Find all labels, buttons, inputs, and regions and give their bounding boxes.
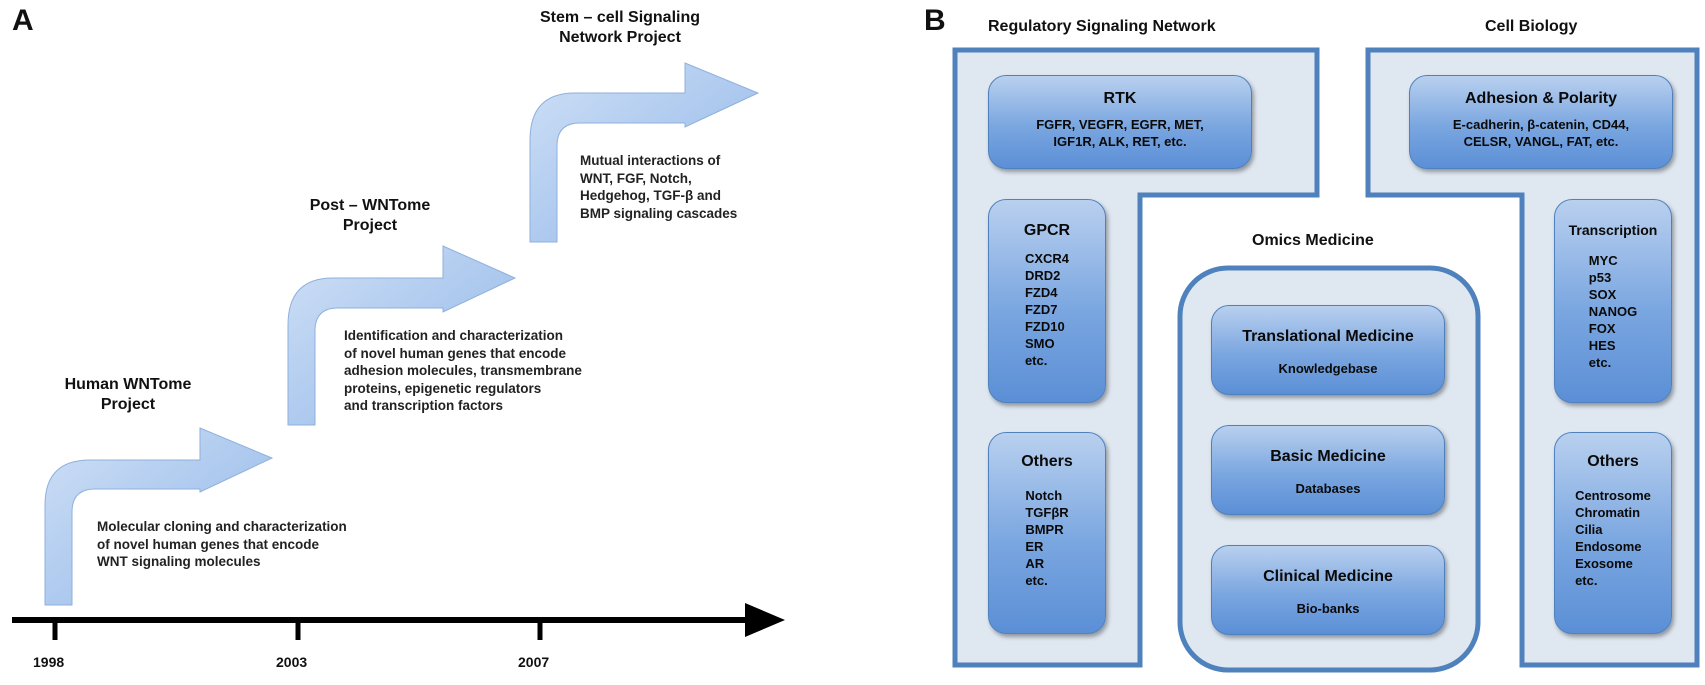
- rtk-line: FGFR, VEGFR, EGFR, MET,: [1036, 117, 1204, 132]
- basic-medicine-title: Basic Medicine: [1270, 448, 1386, 465]
- gpcr-title: GPCR: [1023, 222, 1071, 239]
- project-2-desc-line: adhesion molecules, transmembrane: [344, 363, 582, 378]
- omics-header: Omics Medicine: [1252, 232, 1374, 249]
- adhesion-polarity-list: E-cadherin, β-catenin, CD44, CELSR, VANG…: [1410, 116, 1672, 150]
- year-1998: 1998: [33, 654, 65, 670]
- clinical-medicine-title: Clinical Medicine: [1263, 568, 1393, 585]
- project-2-desc-line: proteins, epigenetic regulators: [344, 380, 542, 396]
- adhesion-polarity-line: E-cadherin, β-catenin, CD44,: [1452, 117, 1630, 132]
- adhesion-polarity-box: Adhesion & Polarity E-cadherin, β-cateni…: [1409, 75, 1673, 169]
- regulatory-others-item: AR: [1025, 556, 1045, 571]
- gpcr-box: GPCR CXCR4 DRD2 FZD4 FZD7 FZD10 SMO etc.: [988, 199, 1106, 403]
- basic-medicine-sub: Databases: [1295, 481, 1361, 496]
- gpcr-item: FZD7: [1024, 302, 1058, 317]
- transcription-item: p53: [1588, 270, 1612, 285]
- transcription-item: MYC: [1588, 253, 1618, 268]
- panel-b-label: B: [924, 4, 946, 37]
- bent-arrow-3: [529, 62, 760, 243]
- cell-biology-others-item: Endosome: [1575, 539, 1642, 554]
- project-3-title: Stem – cell Signaling Network Project: [520, 8, 720, 48]
- rtk-list: FGFR, VEGFR, EGFR, MET, IGF1R, ALK, RET,…: [989, 116, 1251, 150]
- transcription-title: Transcription: [1568, 222, 1658, 238]
- cell-biology-others-item: Cilia: [1575, 522, 1603, 537]
- cell-biology-others-item: Chromatin: [1575, 505, 1641, 520]
- project-1-title: Human WNTome Project: [58, 375, 198, 415]
- regulatory-others-item: ER: [1025, 539, 1044, 554]
- project-2-desc-line: and transcription factors: [344, 398, 504, 413]
- clinical-medicine-box: Clinical Medicine Bio-banks: [1211, 545, 1445, 635]
- project-1-description: Molecular cloning and characterization o…: [97, 518, 347, 571]
- project-2-description: Identification and characterization of n…: [344, 327, 582, 415]
- year-2003: 2003: [276, 654, 308, 670]
- gpcr-item: CXCR4: [1024, 251, 1070, 266]
- project-2-title-line: Project: [342, 217, 398, 234]
- project-1-desc-line: WNT signaling molecules: [97, 554, 261, 569]
- regulatory-others-item: TGFβR: [1025, 505, 1069, 520]
- bent-arrow-1: [44, 427, 274, 606]
- project-3-title-line: Network Project: [559, 29, 681, 46]
- regulatory-others-box: Others Notch TGFβR BMPR ER AR etc.: [988, 432, 1106, 634]
- project-2-desc-line: Identification and characterization: [344, 328, 564, 343]
- gpcr-list: CXCR4 DRD2 FZD4 FZD7 FZD10 SMO etc.: [1025, 250, 1069, 369]
- adhesion-polarity-line: CELSR, VANGL, FAT, etc.: [1463, 134, 1619, 149]
- cell-biology-others-list: Centrosome Chromatin Cilia Endosome Exos…: [1575, 487, 1651, 589]
- timeline-arrowhead: [745, 603, 785, 637]
- transcription-item: SOX: [1588, 287, 1617, 302]
- regulatory-others-title: Others: [1021, 453, 1073, 470]
- cell-biology-others-item: Centrosome: [1575, 488, 1651, 503]
- transcription-item: FOX: [1588, 321, 1616, 336]
- transcription-item: NANOG: [1588, 304, 1638, 319]
- gpcr-item: FZD4: [1024, 285, 1058, 300]
- gpcr-item: DRD2: [1024, 268, 1061, 283]
- regulatory-others-item: Notch: [1025, 488, 1063, 503]
- project-3-desc-line: Mutual interactions of: [580, 153, 721, 168]
- project-2-title: Post – WNTome Project: [300, 196, 440, 236]
- project-2-desc-line: of novel human genes that encode: [344, 345, 567, 361]
- transcription-item: HES: [1588, 338, 1616, 353]
- cell-biology-others-item: Exosome: [1575, 556, 1633, 571]
- project-2-title-line: Post – WNTome: [309, 197, 431, 214]
- cell-biology-header: Cell Biology: [1485, 18, 1578, 35]
- project-3-title-line: Stem – cell Signaling: [539, 9, 701, 26]
- bent-arrow-2: [287, 245, 517, 426]
- regulatory-others-item: etc.: [1025, 573, 1048, 588]
- project-1-title-line: Human WNTome: [64, 376, 192, 393]
- transcription-list: MYC p53 SOX NANOG FOX HES etc.: [1589, 252, 1637, 371]
- project-3-desc-line: Hedgehog, TGF-β and: [580, 188, 721, 203]
- regulatory-others-list: Notch TGFβR BMPR ER AR etc.: [1025, 487, 1068, 589]
- transcription-box: Transcription MYC p53 SOX NANOG FOX HES …: [1554, 199, 1672, 403]
- project-3-desc-line: BMP signaling cascades: [580, 205, 738, 221]
- gpcr-item: SMO: [1024, 336, 1055, 351]
- rtk-line: IGF1R, ALK, RET, etc.: [1053, 134, 1187, 149]
- basic-medicine-box: Basic Medicine Databases: [1211, 425, 1445, 515]
- translational-medicine-title: Translational Medicine: [1242, 328, 1414, 345]
- cell-biology-others-title: Others: [1587, 453, 1639, 470]
- cell-biology-others-item: etc.: [1575, 573, 1598, 588]
- project-1-desc-line: Molecular cloning and characterization: [97, 519, 347, 534]
- gpcr-item: FZD10: [1024, 319, 1065, 334]
- regulatory-others-item: BMPR: [1025, 522, 1064, 537]
- rtk-title: RTK: [1103, 90, 1137, 107]
- transcription-item: etc.: [1588, 355, 1612, 370]
- rtk-box: RTK FGFR, VEGFR, EGFR, MET, IGF1R, ALK, …: [988, 75, 1252, 169]
- project-1-title-line: Project: [100, 396, 156, 413]
- regulatory-header: Regulatory Signaling Network: [988, 18, 1216, 35]
- translational-medicine-box: Translational Medicine Knowledgebase: [1211, 305, 1445, 395]
- year-2007: 2007: [518, 654, 550, 670]
- cell-biology-others-box: Others Centrosome Chromatin Cilia Endoso…: [1554, 432, 1672, 634]
- project-1-desc-line: of novel human genes that encode: [97, 536, 320, 552]
- project-3-desc-line: WNT, FGF, Notch,: [580, 170, 692, 186]
- translational-medicine-sub: Knowledgebase: [1278, 361, 1378, 376]
- panel-a-label: A: [12, 4, 34, 37]
- adhesion-polarity-title: Adhesion & Polarity: [1464, 90, 1618, 107]
- clinical-medicine-sub: Bio-banks: [1296, 601, 1360, 616]
- gpcr-item: etc.: [1024, 353, 1048, 368]
- project-3-description: Mutual interactions of WNT, FGF, Notch, …: [580, 152, 737, 222]
